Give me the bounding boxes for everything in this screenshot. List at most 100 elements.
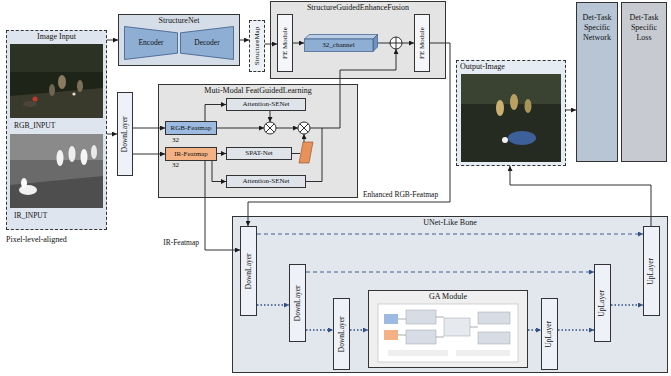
box-label: DownLayer [121,116,130,152]
image-road [10,176,103,208]
down-layer-box: DownLayer [333,298,350,370]
panel-title: GA Module [369,291,527,301]
connector-arrow [293,43,304,44]
connector-arrow [205,105,226,122]
image-person [21,178,27,188]
image-input-panel: Image Input [6,30,107,230]
image-ground [10,44,103,118]
box-label: DownLayer [244,253,253,289]
down-layer-box: DownLayer [240,226,257,316]
input-caption-holder: IR_INPUT [14,211,47,221]
connector-arrow [240,40,249,41]
input-caption-holder: RGB_INPUT [14,121,55,131]
box-label: UpLayer [647,258,656,285]
unet-panel: UNet-Like BoneDownLayerDownLayerDownLaye… [232,216,668,373]
fe-module-box: FE Module [277,14,293,72]
down-layer-box: DownLayer [289,264,306,342]
det-loss-box: Det-Task Specific Loss [621,2,667,162]
channel-count: 32 [172,136,179,144]
output-image [461,74,561,162]
wire [276,128,298,129]
dotted-arrow [558,329,594,330]
add-circle [390,37,402,49]
rgb-featmap-box: RGB-Featmap [165,121,217,135]
box-label: Attention-SENet [242,100,289,108]
guided-learning-panel: Muti-Modal FeatGuidedLearningAttention-S… [158,84,358,198]
box-label: 32_channel [322,41,354,49]
ga-module-figure [378,304,518,362]
box-label: Decoder [194,39,219,48]
connector-arrow [107,134,117,135]
cube-top [305,35,378,40]
panel-title: Output-Image [457,61,565,71]
channel-count: 32 [172,161,179,169]
encoder-block: Encoder [124,26,178,60]
image-sky [10,44,103,72]
add-symbol [390,37,402,49]
up-layer-box: UpLayer [541,298,558,370]
channel-count-holder: 32 [172,161,179,169]
note-label: Pixel-level-aligned [6,235,67,244]
multiply-cross [300,124,308,132]
edge-label-holder: IR-Featmap [162,238,200,248]
box-label: Det-Task Specific Loss [622,3,666,43]
box-label: StructureMap [253,27,261,66]
fe-module-box: FE Module [414,14,430,72]
panel-fill [158,84,358,198]
box-label: UpLayer [545,321,554,348]
structure-net-box: StructureNetEncoder Decoder [118,14,240,66]
encoder-outline [125,27,178,60]
image-light [502,137,508,143]
attention-map-symbol [299,142,313,163]
image-person [81,149,88,165]
structure-map-box: StructureMap [249,20,265,72]
box-label: Det-Task Specific Network [577,3,617,43]
image-road [10,88,103,118]
image-bike [23,101,37,107]
edge-label-holder: Enhanced RGB-Featmap [362,190,439,200]
spat-net-box: SPAT-Net [226,147,292,160]
connector-arrow [217,153,226,154]
multiply-symbol [298,122,310,134]
figure-block [384,330,398,340]
panel-fill [232,216,668,373]
panel-fill [456,60,566,166]
figure-block [478,332,510,344]
note-label-holder: Pixel-level-aligned [6,235,67,244]
wire [310,49,396,128]
dotted-arrow [528,329,541,330]
image-person [496,100,504,116]
image-light [33,97,38,102]
connector-arrow [378,43,414,44]
figure-frame [378,304,518,362]
image-vehicle [508,131,536,145]
up-layer-box: UpLayer [594,264,611,342]
figure-block [456,350,510,356]
connector-arrow [265,44,277,45]
dotted-arrow [306,329,333,330]
box-label: FE Module [418,27,426,59]
image-person [69,146,76,162]
edge-label: IR-Featmap [162,238,200,247]
multiply-circle [298,122,310,134]
box-label: UpLayer [598,290,607,317]
figure-block [444,318,470,336]
multiply-circle [264,122,276,134]
connector-arrow [510,166,651,226]
skip-connection [257,234,643,235]
figure-wire [398,317,478,337]
panel-fill [368,290,528,368]
edge-label: Enhanced RGB-Featmap [362,190,439,199]
panel-fill [270,1,446,79]
wire [217,128,264,129]
image-person [525,99,532,113]
connector-arrow [107,40,118,41]
ir-featmap-box: IR-Featmap [165,147,217,161]
panel-fill [6,30,107,230]
figure-block [388,350,448,356]
figure-block [478,312,510,324]
panel-title: StructureNet [119,15,239,25]
output-image-panel: Output-Image [456,60,566,166]
panel-wires [217,49,396,182]
panel-title: Image Input [7,31,106,41]
